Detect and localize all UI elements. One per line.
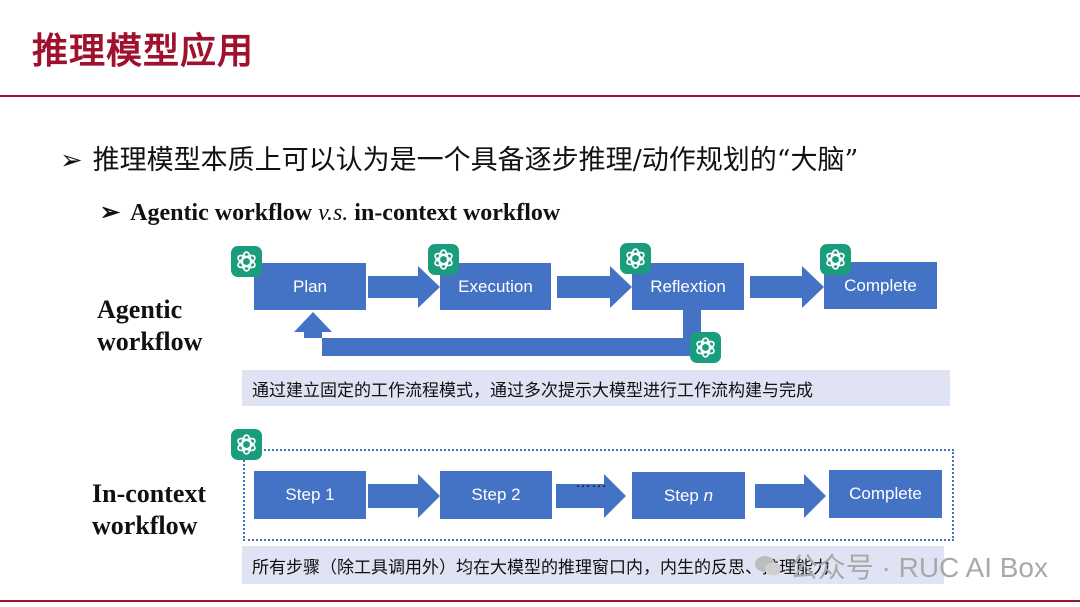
- incontext-label-line2: workflow: [92, 511, 198, 540]
- arrow-stepn-to-complete: [755, 474, 826, 518]
- agentic-label-line1: Agentic: [97, 295, 183, 324]
- step2-box: Step 2: [440, 471, 552, 519]
- chatgpt-logo-icon: [231, 246, 262, 277]
- watermark-text: 公众号 · RUC AI Box: [789, 552, 1048, 583]
- arrow-step2-to-stepn: [556, 474, 626, 518]
- bullet-main-text: 推理模型本质上可以认为是一个具备逐步推理/动作规划的“大脑”: [92, 145, 859, 176]
- incontext-workflow-label: In-context workflow: [92, 478, 206, 542]
- title-divider: [0, 95, 1080, 97]
- triangle-bullet-icon: ➢: [60, 145, 83, 176]
- agentic-label-line2: workflow: [97, 327, 203, 356]
- arrow-step1-to-step2: [368, 474, 440, 518]
- arrow-plan-to-execution: [368, 266, 440, 308]
- chatgpt-logo-icon: [820, 244, 851, 275]
- bullet-sub: ➢ Agentic workflow v.s. in-context workfl…: [100, 198, 560, 227]
- complete-box-incontext: Complete: [829, 470, 942, 518]
- stepn-variable: n: [703, 485, 714, 505]
- execution-box: Execution: [440, 263, 551, 310]
- agentic-workflow-label: Agentic workflow: [97, 294, 202, 358]
- incontext-note: 所有步骤（除工具调用外）均在大模型的推理窗口内，内生的反思、推理能力: [242, 546, 944, 584]
- agentic-note: 通过建立固定的工作流程模式，通过多次提示大模型进行工作流构建与完成: [242, 370, 950, 406]
- stepn-box: Step n: [632, 472, 745, 519]
- page-title: 推理模型应用: [32, 31, 255, 72]
- triangle-bullet-icon: ➢: [100, 200, 121, 226]
- bottom-divider: [0, 600, 1080, 602]
- chatgpt-logo-icon: [428, 244, 459, 275]
- bullet-sub-vs: v.s.: [318, 200, 349, 226]
- chatgpt-logo-icon: [690, 332, 721, 363]
- reflextion-box: Reflextion: [632, 263, 744, 310]
- wechat-icon: [754, 556, 781, 576]
- bullet-sub-part3: in-context workflow: [354, 200, 561, 226]
- steps-ellipsis: ……: [575, 474, 607, 491]
- arrow-execution-to-reflextion: [557, 266, 632, 308]
- incontext-window-frame: [243, 449, 954, 541]
- stepn-label: Step: [663, 485, 699, 505]
- bullet-main: ➢ 推理模型本质上可以认为是一个具备逐步推理/动作规划的“大脑”: [60, 138, 858, 177]
- feedback-loop-arrow: [294, 310, 701, 356]
- arrow-reflextion-to-complete: [750, 266, 824, 308]
- plan-box: Plan: [254, 263, 366, 310]
- chatgpt-logo-icon: [620, 243, 651, 274]
- bullet-sub-part1: Agentic workflow: [130, 200, 313, 226]
- watermark: 公众号 · RUC AI Box: [754, 546, 1048, 586]
- incontext-label-line1: In-context: [92, 479, 207, 508]
- step1-box: Step 1: [254, 471, 366, 519]
- chatgpt-logo-icon: [231, 429, 262, 460]
